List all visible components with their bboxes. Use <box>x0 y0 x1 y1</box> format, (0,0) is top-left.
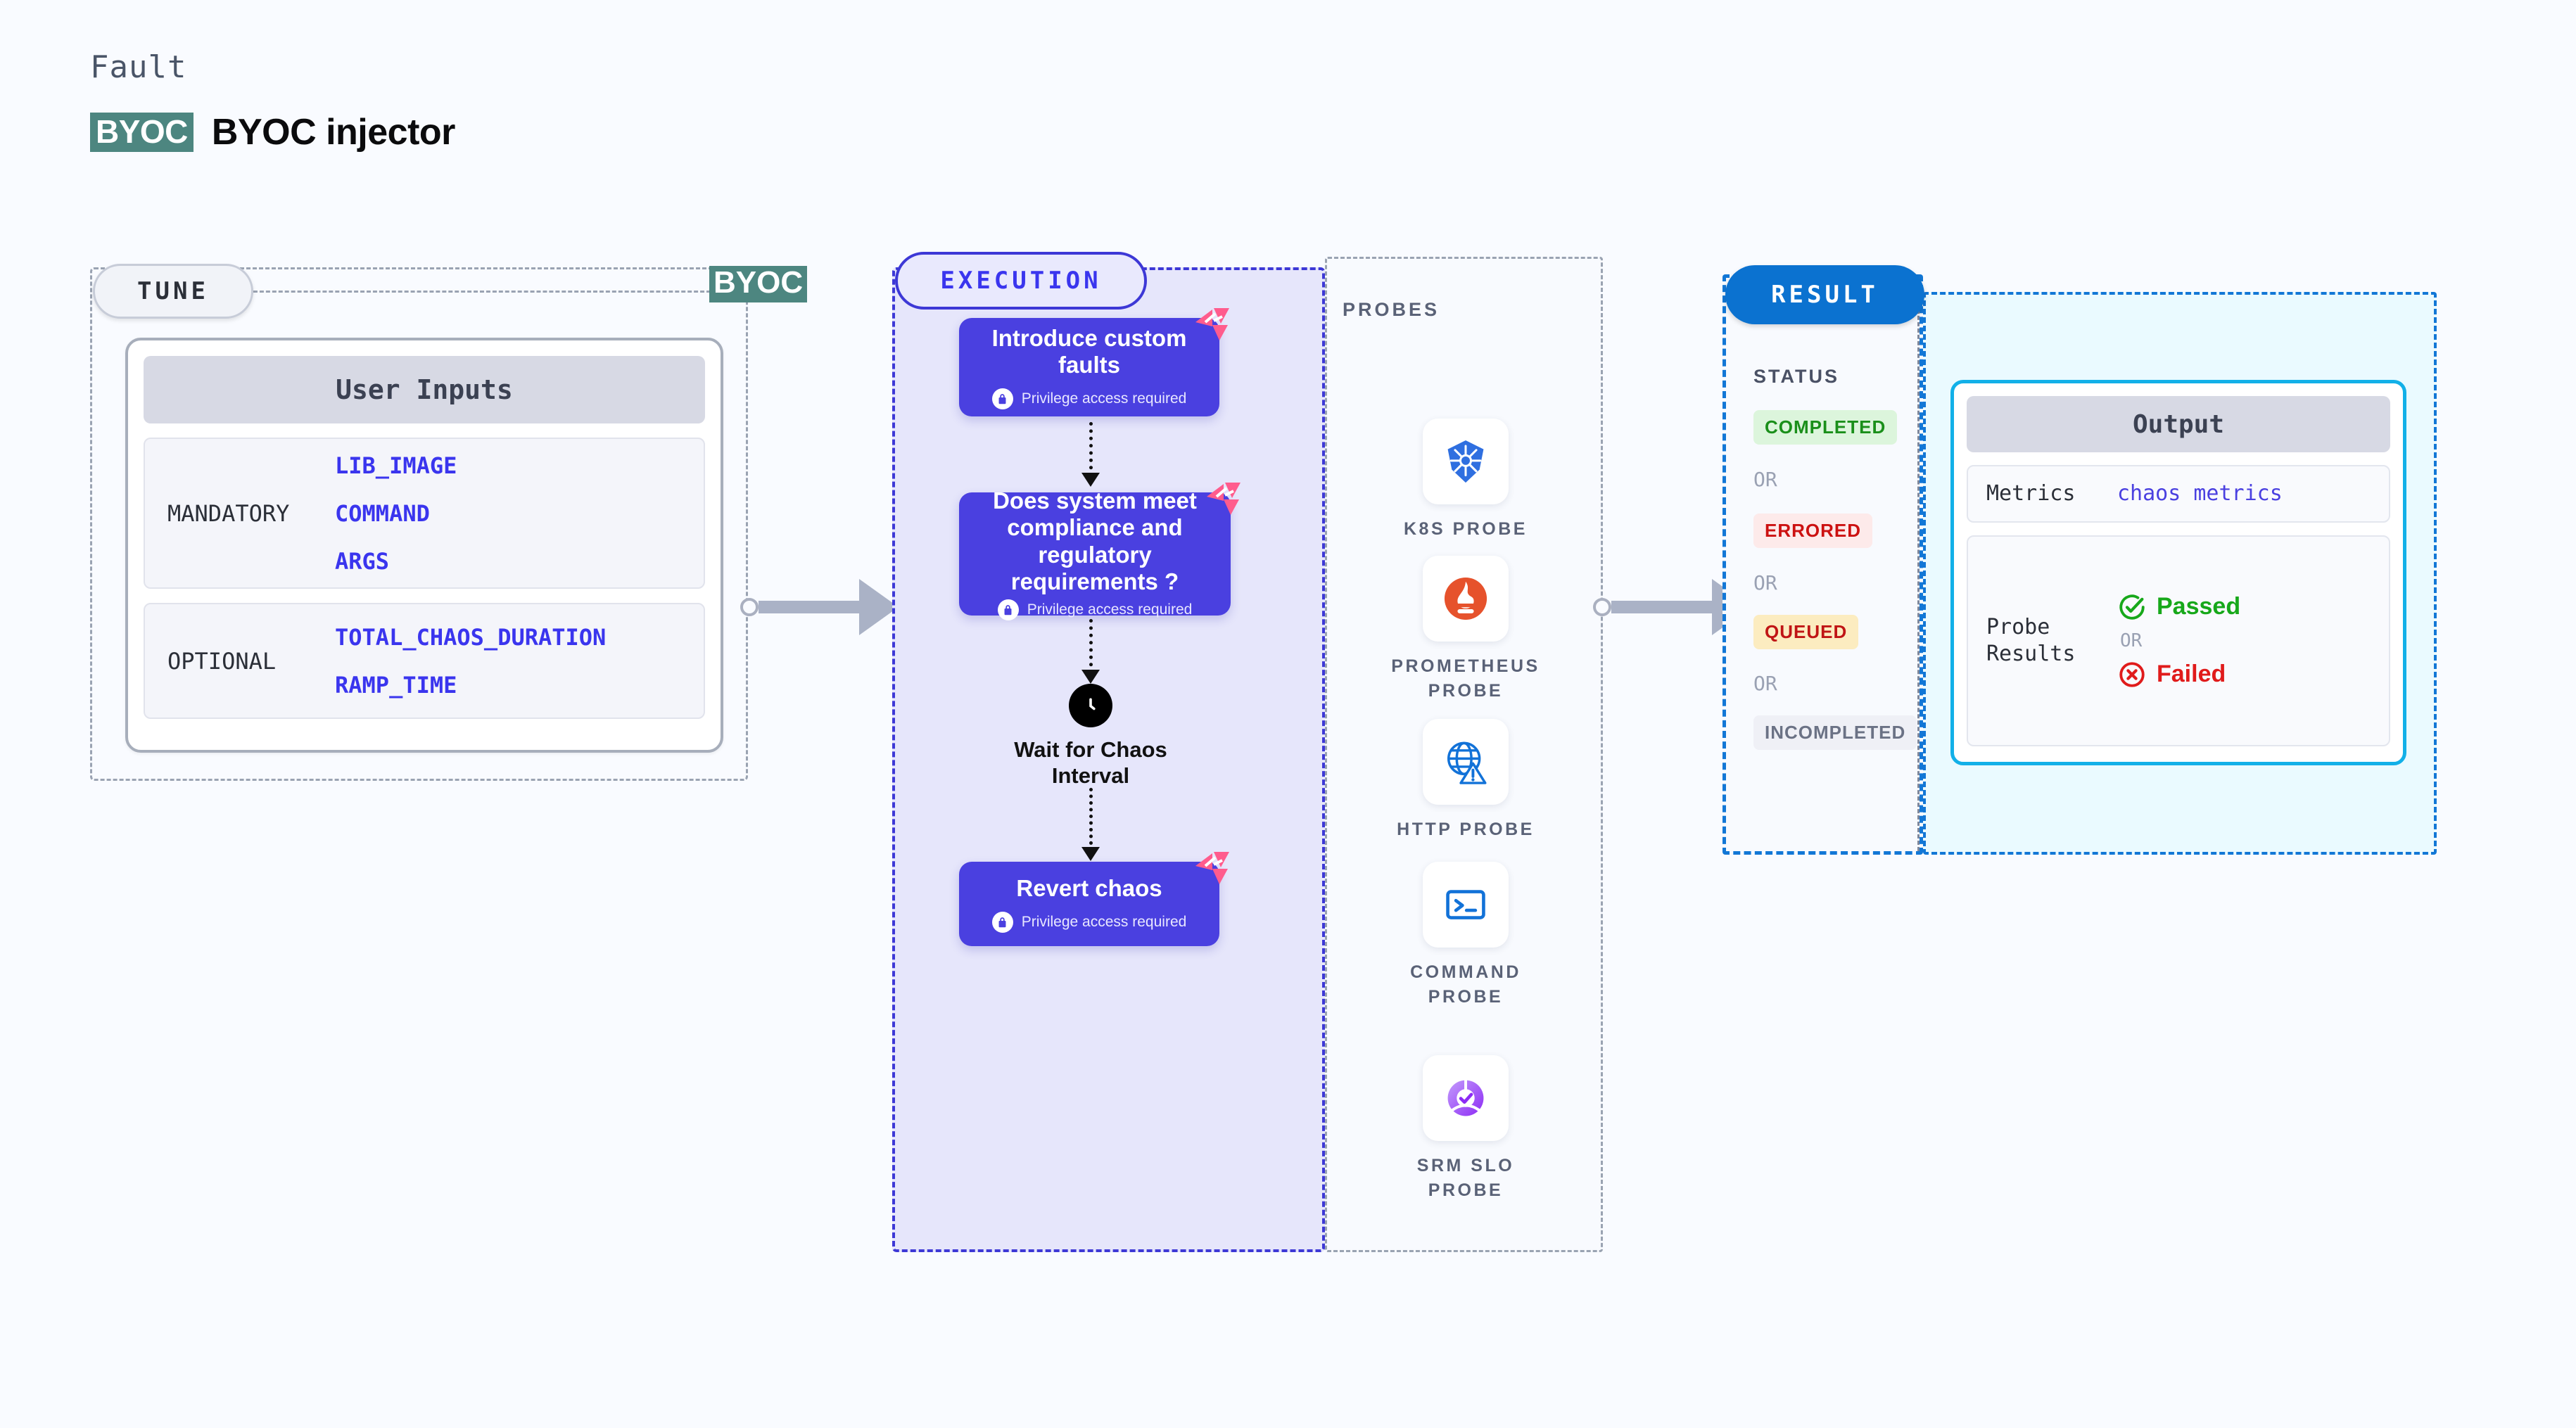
byoc-marker-badge: BYOC <box>709 266 808 302</box>
check-circle-icon <box>2119 594 2145 620</box>
connector-tune-to-execution <box>740 579 914 635</box>
connector-shaft <box>1611 601 1713 613</box>
probe-label: COMMAND PROBE <box>1410 962 1521 1007</box>
output-row-metrics: Metrics chaos metrics <box>1967 465 2390 523</box>
connector-shaft <box>759 601 861 613</box>
param-lib-image[interactable]: LIB_IMAGE <box>335 452 457 479</box>
status-badge-completed: COMPLETED <box>1753 410 1898 445</box>
privilege-note-text: Privilege access required <box>1021 390 1187 407</box>
probe-label: PROMETHEUS PROBE <box>1391 656 1540 701</box>
result-pill[interactable]: RESULT <box>1725 265 1924 324</box>
status-label: STATUS <box>1753 366 1839 387</box>
flow-step-wait-for-chaos-interval[interactable]: Wait for Chaos Interval <box>1006 684 1175 789</box>
flow-arrow <box>1081 619 1100 684</box>
harness-logo-icon <box>1195 308 1229 340</box>
param-command[interactable]: COMMAND <box>335 499 430 527</box>
metrics-value[interactable]: chaos metrics <box>2117 481 2283 506</box>
privilege-note: Privilege access required <box>991 912 1187 933</box>
flow-arrow <box>1081 788 1100 861</box>
harness-logo-icon <box>1195 852 1229 884</box>
param-group-label: OPTIONAL <box>167 647 277 675</box>
tune-section <box>90 267 748 781</box>
passed-label: Passed <box>2157 593 2241 620</box>
prometheus-icon <box>1423 556 1509 642</box>
user-inputs-header: User Inputs <box>144 356 705 423</box>
metrics-key: Metrics <box>1986 481 2076 506</box>
probe-result-failed: Failed <box>2117 660 2240 689</box>
user-inputs-card: User Inputs MANDATORY LIB_IMAGE COMMAND … <box>125 338 723 753</box>
param-group-label: MANDATORY <box>167 499 290 527</box>
param-group-optional: OPTIONAL TOTAL_CHAOS_DURATION RAMP_TIME <box>144 603 705 719</box>
probe-label: SRM SLO PROBE <box>1416 1156 1515 1200</box>
flow-step-title: Introduce custom faults <box>991 324 1187 378</box>
lock-icon <box>991 388 1013 410</box>
output-row-probe-results: Probe Results Passed OR Failed <box>1967 535 2390 746</box>
param-group-mandatory: MANDATORY LIB_IMAGE COMMAND ARGS <box>144 438 705 589</box>
probe-command[interactable]: COMMAND PROBE <box>1385 862 1547 1009</box>
param-ramp-time[interactable]: RAMP_TIME <box>335 671 457 699</box>
status-or-3: OR <box>1753 672 1777 695</box>
probe-label: HTTP PROBE <box>1397 820 1535 839</box>
status-badge-queued: QUEUED <box>1753 615 1859 649</box>
probes-section-label: PROBES <box>1343 299 1440 320</box>
harness-logo-icon <box>1207 483 1241 515</box>
output-card: Output Metrics chaos metrics Probe Resul… <box>1950 380 2406 765</box>
probe-http[interactable]: HTTP PROBE <box>1385 719 1547 842</box>
failed-label: Failed <box>2157 661 2226 687</box>
execution-section <box>892 267 1325 1252</box>
connector-arrowhead <box>859 579 899 635</box>
status-badge-incompleted: INCOMPLETED <box>1753 715 1917 750</box>
privilege-note-text: Privilege access required <box>1021 914 1187 931</box>
result-status-section <box>1722 274 1923 855</box>
page-title-row: BYOC BYOC injector <box>90 111 455 153</box>
lock-icon <box>997 599 1019 621</box>
flow-step-title: Wait for Chaos Interval <box>1014 737 1167 788</box>
flow-step-introduce-custom-faults[interactable]: Introduce custom faults Privilege access… <box>959 308 1229 416</box>
probe-srm-slo[interactable]: SRM SLO PROBE <box>1385 1055 1547 1203</box>
connector-dot <box>740 598 759 616</box>
probe-k8s[interactable]: K8S PROBE <box>1385 419 1547 542</box>
flow-step-compliance-check[interactable]: Does system meet compliance and regulato… <box>959 483 1241 621</box>
clock-icon <box>1069 684 1112 727</box>
page-title: BYOC injector <box>211 112 456 153</box>
probe-prometheus[interactable]: PROMETHEUS PROBE <box>1385 556 1547 703</box>
http-globe-icon <box>1423 719 1509 805</box>
execution-pill[interactable]: EXECUTION <box>895 252 1147 310</box>
status-or-2: OR <box>1753 571 1777 594</box>
tune-pill[interactable]: TUNE <box>93 264 253 319</box>
eyebrow-fault: Fault <box>90 49 187 85</box>
param-total-chaos-duration[interactable]: TOTAL_CHAOS_DURATION <box>335 623 607 651</box>
terminal-icon <box>1423 862 1509 948</box>
probe-results-key: Probe Results <box>1986 615 2076 666</box>
flow-step-title: Does system meet compliance and regulato… <box>993 487 1197 594</box>
kubernetes-icon <box>1423 419 1509 504</box>
x-circle-icon <box>2119 661 2145 687</box>
probe-label: K8S PROBE <box>1404 519 1528 539</box>
output-header: Output <box>1967 396 2390 452</box>
privilege-note: Privilege access required <box>997 599 1193 621</box>
flow-arrow <box>1081 422 1100 487</box>
probe-result-passed: Passed <box>2117 592 2240 622</box>
tune-connector-line <box>253 291 711 293</box>
flow-step-revert-chaos[interactable]: Revert chaos Privilege access required <box>959 852 1229 946</box>
privilege-note-text: Privilege access required <box>1027 601 1193 618</box>
status-badge-errored: ERRORED <box>1753 514 1873 548</box>
flow-step-title: Revert chaos <box>1016 874 1162 901</box>
connector-dot <box>1593 598 1611 616</box>
status-or-1: OR <box>1753 468 1777 491</box>
privilege-note: Privilege access required <box>991 388 1187 410</box>
byoc-badge: BYOC <box>90 113 193 152</box>
param-args[interactable]: ARGS <box>335 547 390 575</box>
lock-icon <box>991 912 1013 933</box>
probe-result-or: OR <box>2120 630 2143 651</box>
srm-slo-icon <box>1423 1055 1509 1141</box>
status-divider <box>1917 278 1920 851</box>
